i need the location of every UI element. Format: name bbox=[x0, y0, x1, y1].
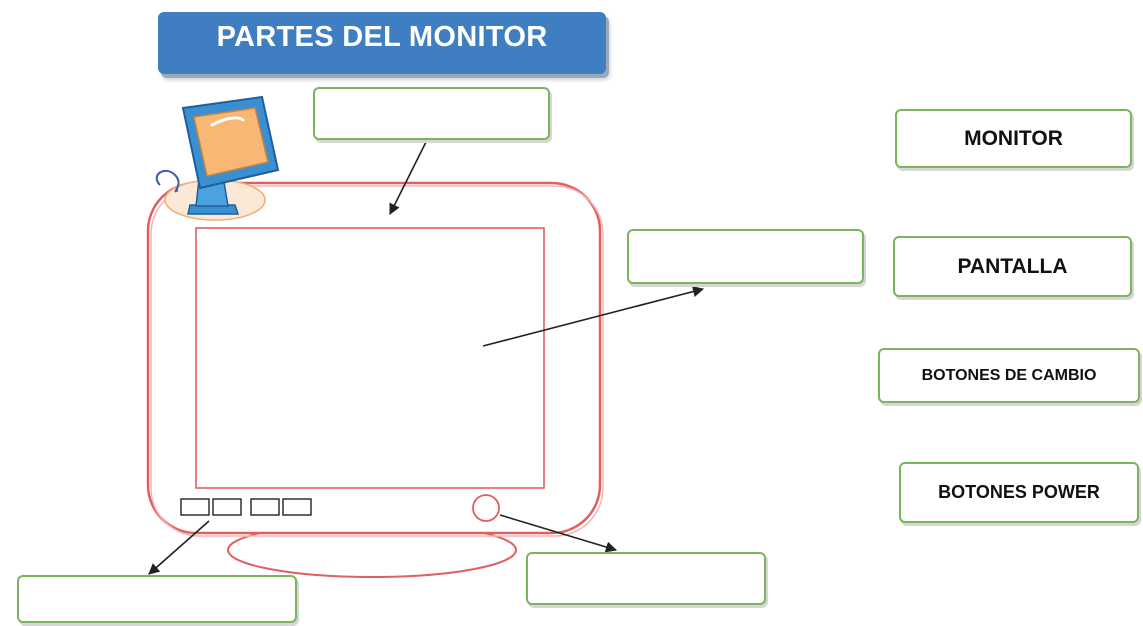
change-button bbox=[282, 498, 312, 516]
answer-blank-screen[interactable] bbox=[627, 229, 864, 284]
answer-blank-change-buttons[interactable] bbox=[17, 575, 297, 623]
arrow-to-power-label bbox=[499, 514, 618, 553]
arrow-to-screen-label bbox=[482, 286, 705, 347]
monitor-body-shadow bbox=[150, 185, 604, 537]
page-title: PARTES DEL MONITOR bbox=[158, 12, 606, 74]
word-bank-monitor[interactable]: MONITOR bbox=[895, 109, 1132, 168]
change-button bbox=[212, 498, 242, 516]
arrow-to-monitor-body bbox=[389, 139, 428, 216]
answer-blank-power[interactable] bbox=[526, 552, 766, 605]
answer-blank-top[interactable] bbox=[313, 87, 550, 140]
word-bank-botones-power[interactable]: BOTONES POWER bbox=[899, 462, 1139, 523]
word-bank-botones-de-cambio[interactable]: BOTONES DE CAMBIO bbox=[878, 348, 1140, 403]
arrow-to-change-buttons-label bbox=[148, 520, 210, 575]
page-title-text: PARTES DEL MONITOR bbox=[216, 20, 548, 53]
computer-monitor-clipart-icon bbox=[155, 95, 280, 221]
word-bank-pantalla[interactable]: PANTALLA bbox=[893, 236, 1132, 297]
change-buttons-group bbox=[180, 498, 312, 516]
change-button bbox=[180, 498, 210, 516]
power-button bbox=[472, 494, 500, 522]
monitor-screen bbox=[195, 227, 545, 489]
change-button bbox=[250, 498, 280, 516]
